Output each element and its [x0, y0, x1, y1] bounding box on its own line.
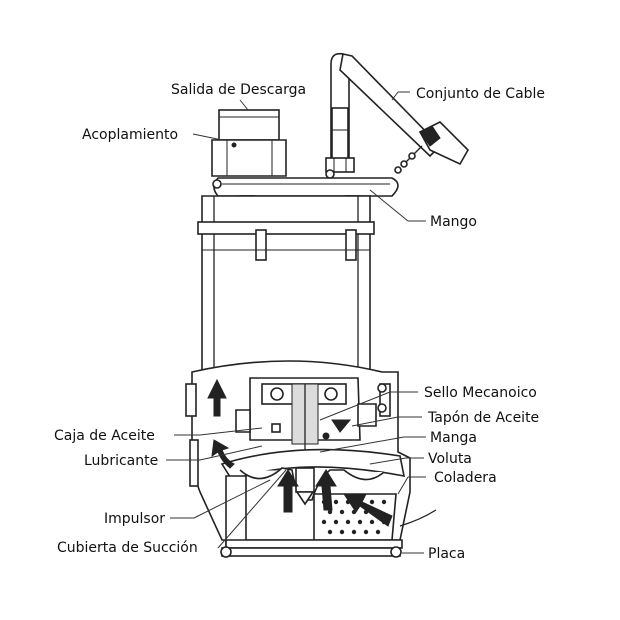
- flow-arrows: [207, 378, 437, 527]
- discharge-outlet: [211, 109, 287, 177]
- label-cubierta-de-succion: Cubierta de Succión: [57, 540, 198, 556]
- leader-lines: [166, 91, 426, 554]
- cable-assembly: [325, 52, 469, 174]
- label-impulsor: Impulsor: [104, 511, 165, 527]
- label-mango: Mango: [430, 214, 477, 230]
- base-plate: [220, 546, 402, 558]
- label-salida-de-descarga: Salida de Descarga: [171, 82, 306, 98]
- label-manga: Manga: [430, 430, 477, 446]
- label-lubricante: Lubricante: [84, 453, 158, 469]
- label-sello-mecanoico: Sello Mecanoico: [424, 385, 537, 401]
- label-voluta: Voluta: [428, 451, 472, 467]
- suction-cover: [225, 539, 403, 549]
- label-placa: Placa: [428, 546, 465, 562]
- label-tapon-de-aceite: Tapón de Aceite: [427, 410, 539, 426]
- label-caja-de-aceite: Caja de Aceite: [54, 428, 155, 444]
- label-coladera: Coladera: [434, 470, 497, 486]
- label-acoplamiento: Acoplamiento: [82, 127, 178, 143]
- label-conjunto-de-cable: Conjunto de Cable: [416, 86, 545, 102]
- motor-housing: [197, 195, 375, 377]
